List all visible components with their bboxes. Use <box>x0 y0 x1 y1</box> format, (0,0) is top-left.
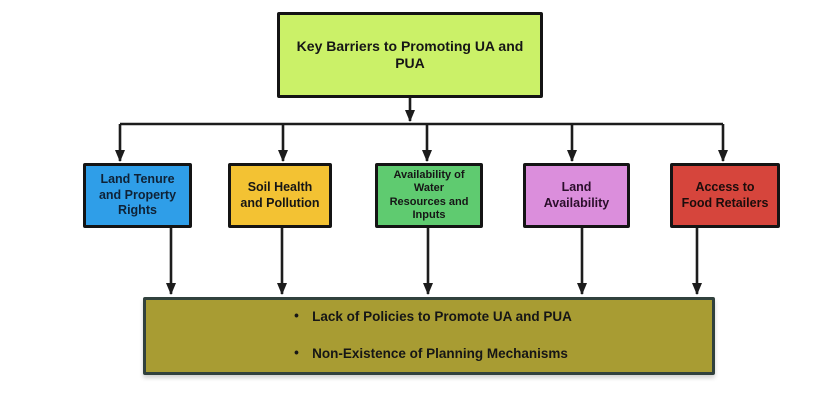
summary-bullet-list: Lack of Policies to Promote UA and PUA N… <box>286 290 572 382</box>
summary-box-policies: Lack of Policies to Promote UA and PUA N… <box>143 297 715 375</box>
title-box-key-barriers: Key Barriers to Promoting UA and PUA <box>277 12 543 98</box>
summary-bullet-policies: Lack of Policies to Promote UA and PUA <box>286 308 572 326</box>
barrier-box-land-availability: Land Availability <box>523 163 630 228</box>
barrier-box-water-resources: Availability of Water Resources and Inpu… <box>375 163 483 228</box>
barrier-box-food-retailers: Access to Food Retailers <box>670 163 780 228</box>
barrier-box-soil-health: Soil Health and Pollution <box>228 163 332 228</box>
barrier-box-land-tenure: Land Tenure and Property Rights <box>83 163 192 228</box>
summary-bullet-planning: Non-Existence of Planning Mechanisms <box>286 345 572 363</box>
